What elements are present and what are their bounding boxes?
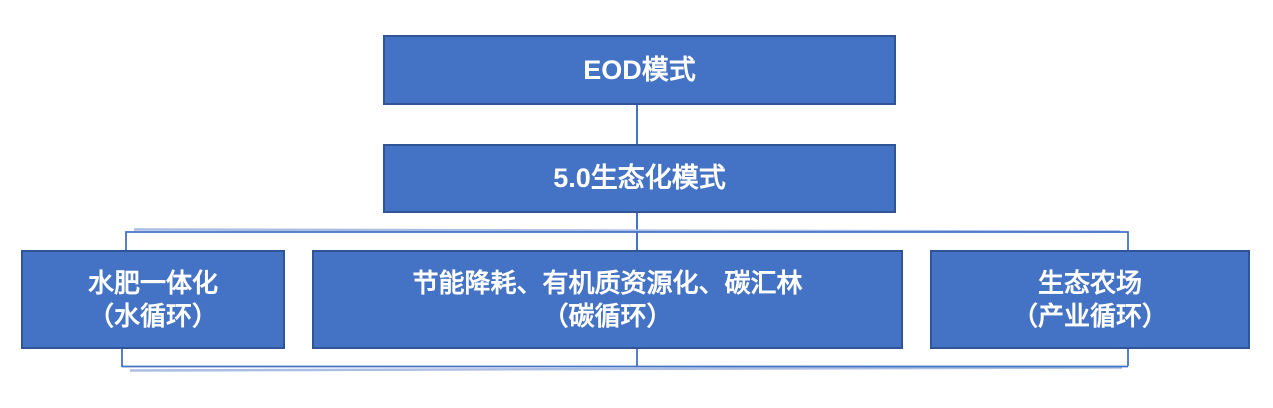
node-eod-label: EOD模式 (583, 54, 696, 85)
node-eco5-model: 5.0生态化模式 (383, 144, 896, 213)
top-bus-light-line (133, 228, 1121, 233)
node-farm-label-line2: （产业循环） (1011, 300, 1168, 331)
node-eco5-label: 5.0生态化模式 (553, 163, 726, 194)
node-water-fertilizer-integration: 水肥一体化 （水循环） (21, 250, 285, 349)
node-carbon-label-line2: （碳循环） (542, 300, 673, 331)
node-carbon-cycle: 节能降耗、有机质资源化、碳汇林 （碳循环） (312, 250, 903, 349)
node-water-label-line2: （水循环） (87, 300, 218, 331)
node-farm-label-line1: 生态农场 (1037, 267, 1142, 298)
node-water-label-line1: 水肥一体化 (87, 267, 218, 298)
node-eod-model: EOD模式 (383, 35, 896, 105)
node-carbon-label-line1: 节能降耗、有机质资源化、碳汇林 (412, 267, 803, 298)
node-eco-farm: 生态农场 （产业循环） (930, 250, 1250, 349)
bottom-bus-light-line (129, 366, 1123, 372)
